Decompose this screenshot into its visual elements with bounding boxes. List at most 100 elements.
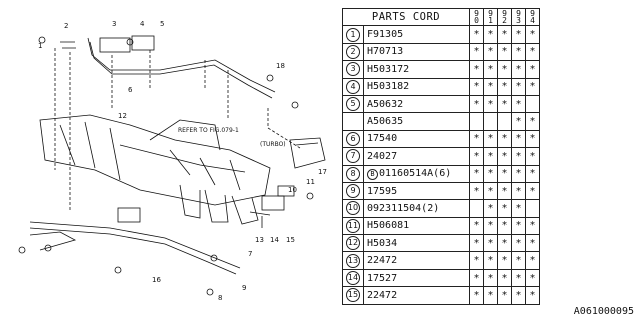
applicability-mark: *	[483, 216, 498, 236]
callout-18: 18	[276, 62, 285, 70]
part-code: H503172	[367, 63, 410, 75]
callout-5: 5	[160, 20, 164, 28]
applicability-mark: *	[497, 268, 512, 288]
parts-cord-header: PARTS CORD	[342, 7, 470, 27]
applicability-mark: *	[483, 268, 498, 288]
applicability-mark: *	[525, 147, 540, 166]
callout-1: 1	[38, 42, 42, 50]
part-code-cell: H503172	[363, 60, 470, 79]
part-code: A50635	[367, 116, 404, 128]
applicability-mark: *	[483, 129, 498, 149]
part-code: 17540	[367, 133, 398, 145]
callout-14: 14	[270, 236, 279, 244]
ref-number-cell: 9	[342, 181, 364, 201]
callout-9: 9	[242, 284, 246, 292]
callout-15: 15	[286, 236, 295, 244]
applicability-mark: *	[469, 147, 484, 166]
applicability-mark: *	[525, 112, 540, 131]
applicability-mark: *	[497, 129, 512, 149]
callout-7: 7	[248, 250, 252, 258]
callout-13: 13	[255, 236, 264, 244]
applicability-mark: *	[469, 94, 484, 114]
callout-16: 16	[152, 276, 161, 284]
applicability-mark: *	[511, 164, 526, 183]
applicability-mark: *	[497, 286, 512, 305]
applicability-mark: *	[483, 251, 498, 270]
applicability-mark: *	[511, 251, 526, 270]
applicability-mark: *	[525, 268, 540, 288]
ref-number: 8	[346, 166, 360, 181]
applicability-mark: *	[511, 42, 526, 62]
ref-number-cell: 14	[342, 268, 364, 288]
applicability-mark: *	[511, 234, 526, 253]
part-code-cell: H503182	[363, 77, 470, 96]
table-row: A50635**	[342, 112, 540, 131]
applicability-mark: *	[525, 216, 540, 236]
ref-number: 7	[346, 149, 360, 164]
ref-number: 15	[346, 288, 360, 303]
catalog-code: A061000095	[573, 306, 634, 317]
applicability-mark: *	[469, 25, 484, 44]
applicability-mark: *	[483, 234, 498, 253]
callout-17: 17	[318, 168, 327, 176]
applicability-mark: *	[469, 251, 484, 270]
applicability-mark: *	[525, 42, 540, 62]
ref-number-cell: 8	[342, 164, 364, 183]
applicability-mark: *	[483, 164, 498, 183]
applicability-mark: *	[469, 77, 484, 96]
ref-number-cell: 13	[342, 251, 364, 270]
ref-number-cell: 1	[342, 25, 364, 44]
ref-number-cell	[342, 112, 364, 131]
ref-number: 5	[346, 97, 360, 112]
ref-number: 6	[346, 131, 360, 146]
applicability-mark: *	[511, 181, 526, 201]
ref-number-cell: 15	[342, 286, 364, 305]
ref-number-cell: 11	[342, 216, 364, 236]
applicability-mark: *	[497, 42, 512, 62]
applicability-mark: *	[525, 25, 540, 44]
applicability-mark	[469, 112, 484, 131]
part-code-cell: A50632	[363, 94, 470, 114]
part-code: 17527	[367, 272, 398, 284]
applicability-mark: *	[511, 60, 526, 79]
applicability-mark: *	[497, 164, 512, 183]
applicability-mark: *	[525, 164, 540, 183]
applicability-mark: *	[497, 199, 512, 218]
bolt-prefix: B	[367, 168, 378, 180]
applicability-mark	[483, 112, 498, 131]
applicability-mark: *	[469, 234, 484, 253]
ref-number-cell: 4	[342, 77, 364, 96]
applicability-mark: *	[469, 42, 484, 62]
applicability-mark: *	[483, 60, 498, 79]
ref-number-cell: 6	[342, 129, 364, 149]
applicability-mark: *	[511, 199, 526, 218]
applicability-mark: *	[525, 286, 540, 305]
applicability-mark: *	[497, 216, 512, 236]
applicability-mark: *	[525, 77, 540, 96]
turbo-label: (TURBO)	[260, 141, 286, 148]
part-code: 01160514A(6)	[379, 167, 452, 179]
part-code-cell: A50635	[363, 112, 470, 131]
callout-11: 11	[306, 178, 315, 186]
parts-diagram: 1 2 3 4 5 6 7 8 9 10 11 12 13 14 15 16 1…	[18, 20, 327, 300]
applicability-mark: *	[511, 268, 526, 288]
